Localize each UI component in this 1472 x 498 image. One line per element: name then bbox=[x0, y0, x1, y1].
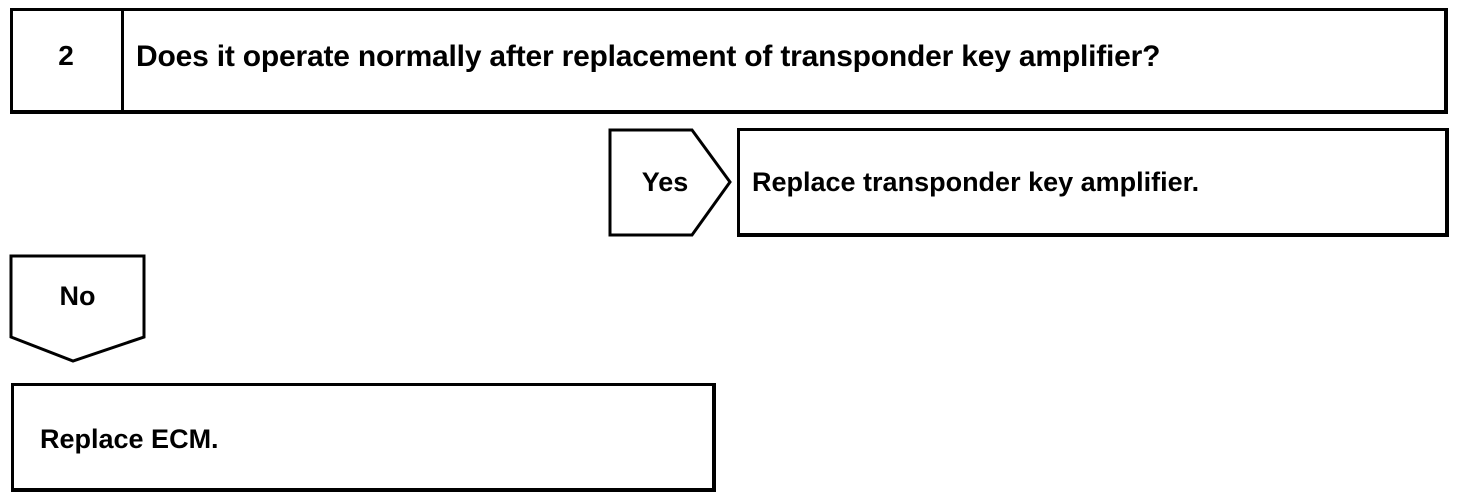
no-action-text: Replace ECM. bbox=[40, 424, 219, 454]
yes-action-box bbox=[737, 128, 1449, 237]
step-number: 2 bbox=[58, 40, 74, 71]
yes-action-text: Replace transponder key amplifier. bbox=[752, 167, 1200, 197]
no-arrow-shape bbox=[9, 254, 146, 363]
no-action-box bbox=[11, 383, 716, 492]
no-label: No bbox=[59, 281, 96, 311]
yes-arrow-shape bbox=[608, 128, 732, 237]
question-box bbox=[10, 8, 1448, 114]
step-question: Does it operate normally after replaceme… bbox=[136, 40, 1161, 73]
step-number-divider bbox=[121, 8, 124, 114]
yes-label: Yes bbox=[641, 167, 689, 197]
